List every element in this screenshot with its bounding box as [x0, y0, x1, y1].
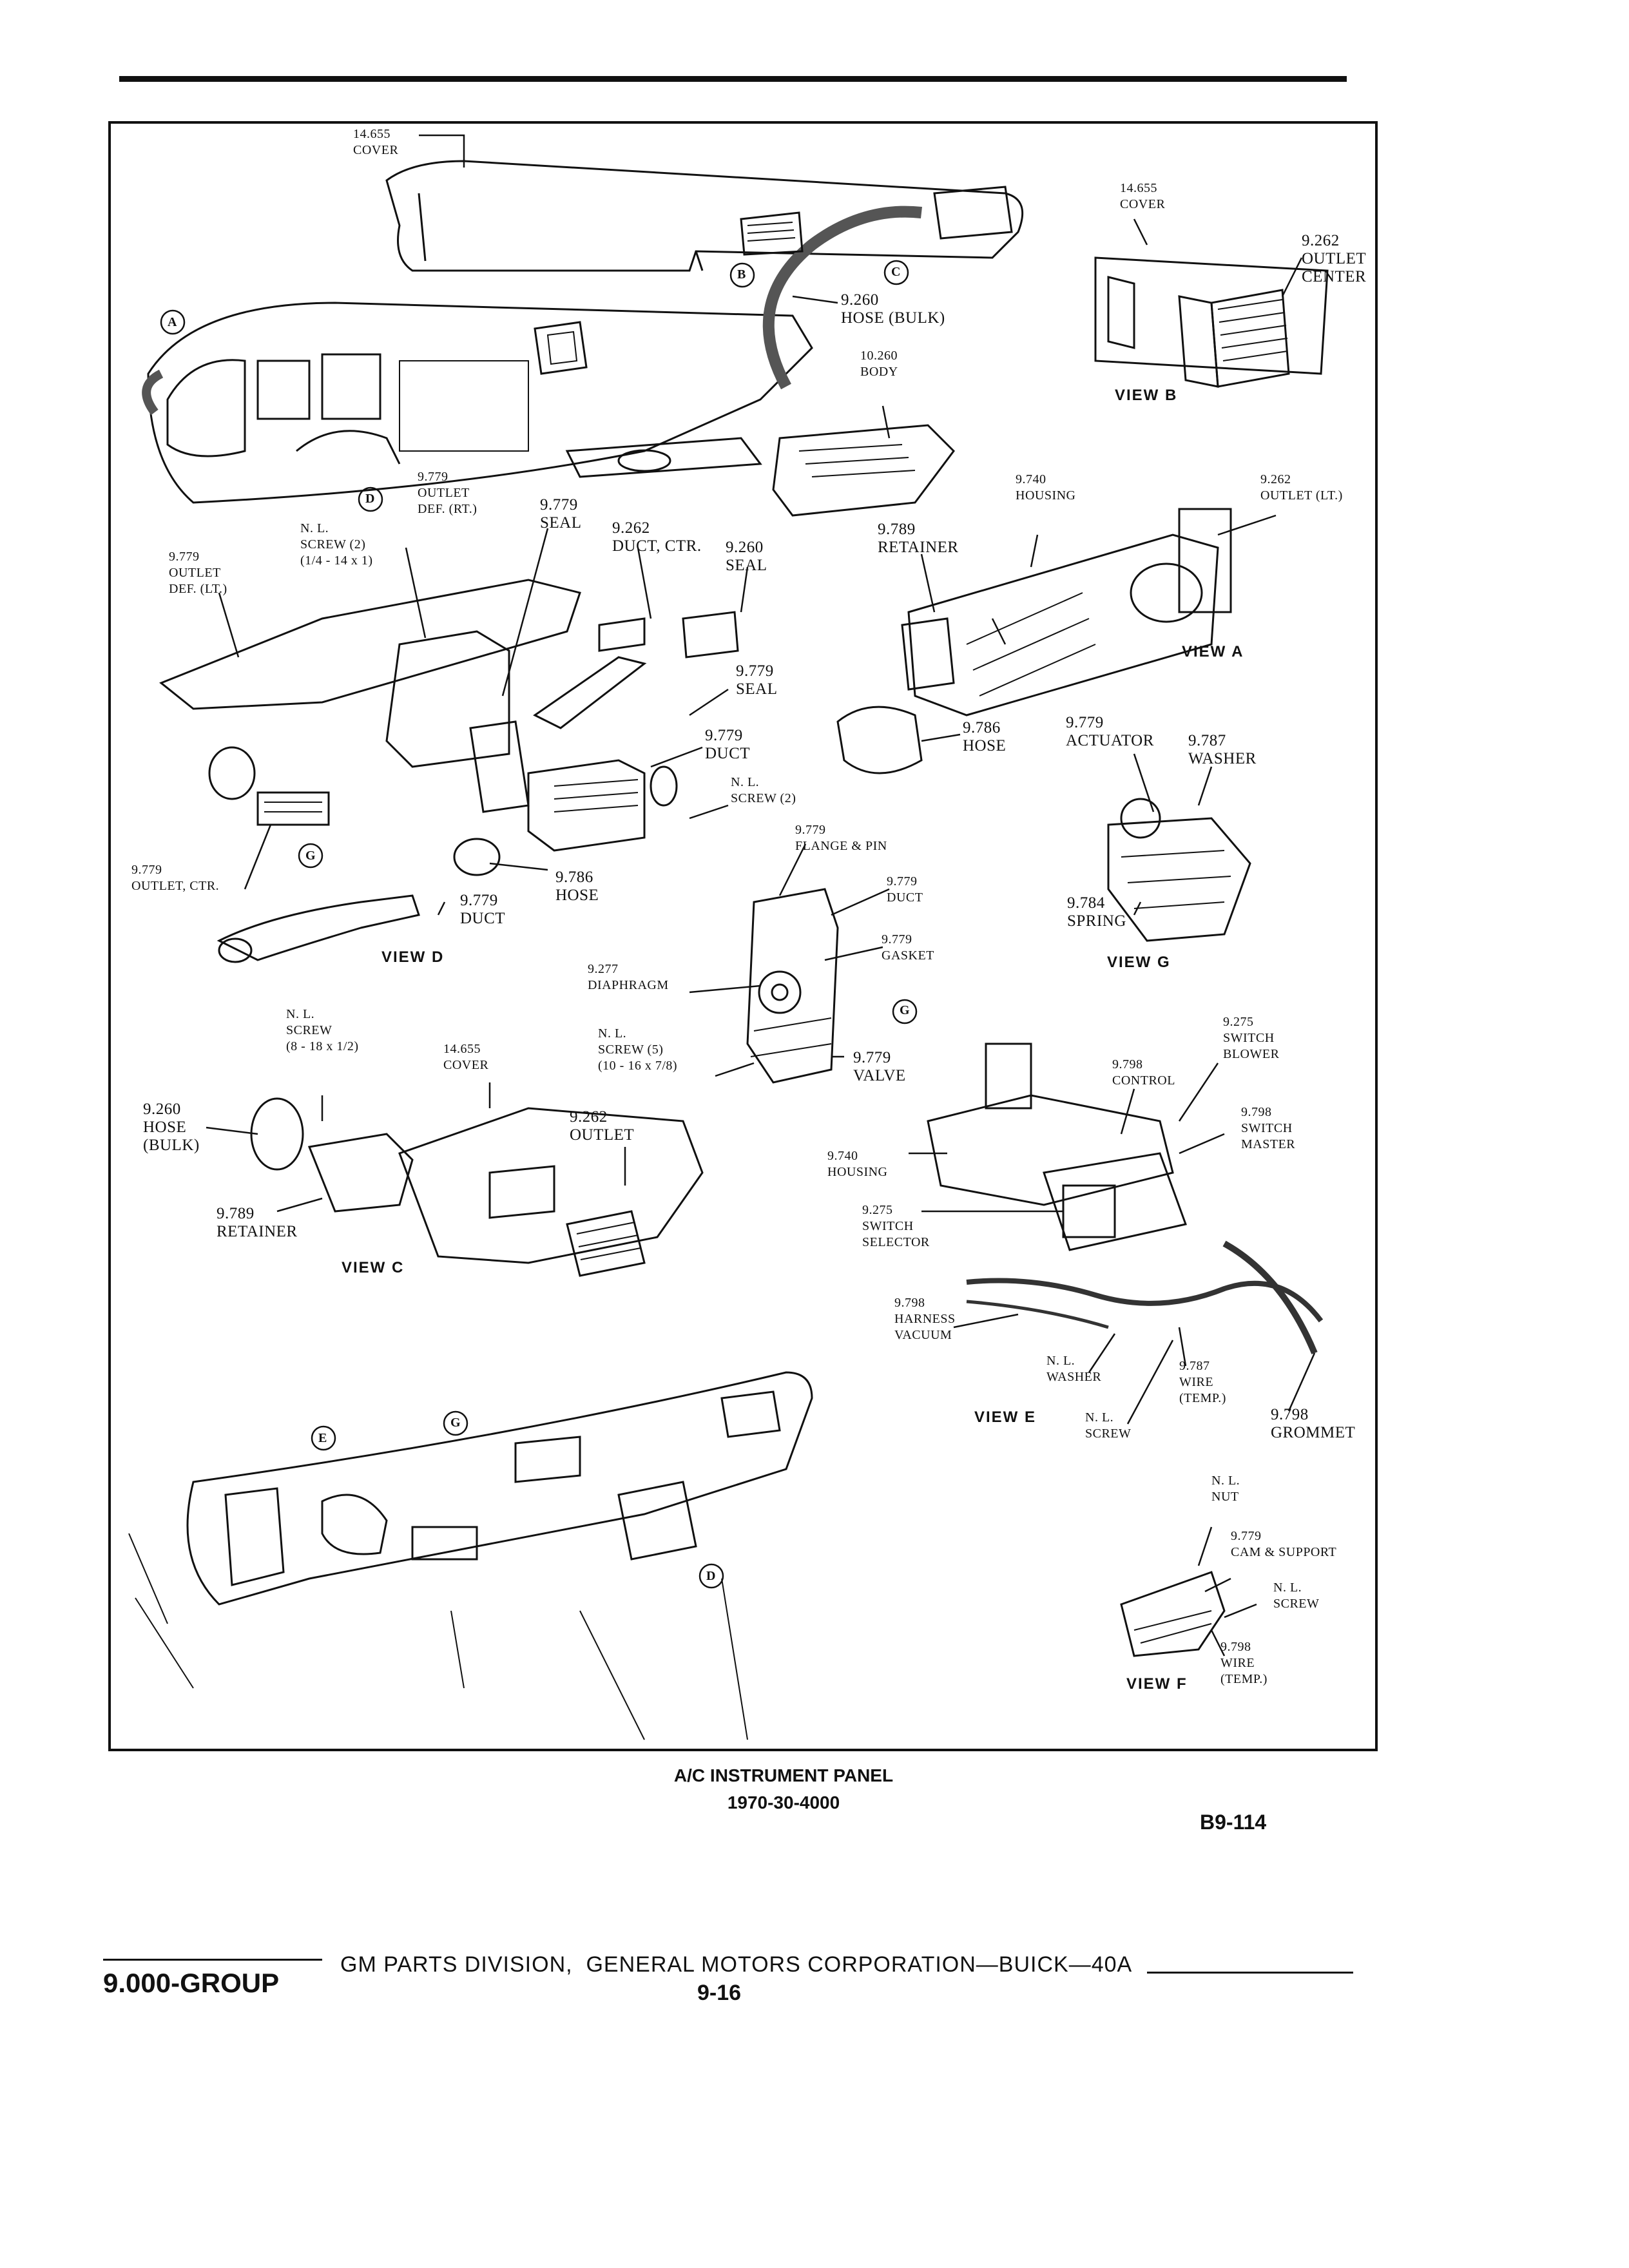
- label-hose-bulk-c: 9.260 HOSE (BULK): [143, 1100, 200, 1154]
- label-outlet-c: 9.262 OUTLET: [570, 1108, 635, 1144]
- figure-code: B9-114: [1200, 1811, 1267, 1834]
- callout-b: B: [737, 267, 746, 282]
- footer-rule-right: [1147, 1972, 1353, 1974]
- label-duct-ctr: 9.262 DUCT, CTR.: [612, 519, 702, 555]
- instrument-panel-main: [142, 160, 1024, 504]
- label-outlet-ctr: 9.779 OUTLET, CTR.: [131, 863, 220, 893]
- callout-d: D: [365, 492, 375, 506]
- valve-assembly-drawing: [746, 888, 839, 1084]
- label-cam-support: 9.779 CAM & SUPPORT: [1231, 1529, 1337, 1559]
- label-outlet-center-b: 9.262 OUTLET CENTER: [1302, 232, 1367, 285]
- label-nl-screw-2-top: N. L. SCREW (2) (1/4 - 14 x 1): [300, 521, 373, 568]
- view-f-drawing: [1120, 1571, 1226, 1657]
- view-b-drawing: [1094, 256, 1329, 388]
- view-e-label: VIEW E: [974, 1408, 1037, 1426]
- view-c-drawing: [250, 1097, 704, 1277]
- label-nl-nut: N. L. NUT: [1211, 1474, 1240, 1504]
- view-a-label: VIEW A: [1182, 643, 1244, 660]
- callout-c: C: [891, 265, 901, 279]
- label-retainer-c: 9.789 RETAINER: [217, 1205, 298, 1240]
- label-nl-washer: N. L. WASHER: [1046, 1354, 1102, 1384]
- footer-group: 9.000-GROUP: [103, 1968, 280, 1998]
- label-seal-1: 9.779 SEAL: [540, 496, 582, 532]
- callout-d-2: D: [706, 1569, 716, 1583]
- leader-lines: [206, 134, 1316, 1657]
- view-g-label: VIEW G: [1107, 954, 1171, 971]
- label-switch-selector: 9.275 SWITCH SELECTOR: [862, 1203, 930, 1249]
- caption-title: A/C INSTRUMENT PANEL: [673, 1765, 894, 1785]
- label-harness-vacuum: 9.798 HARNESS VACUUM: [894, 1296, 956, 1342]
- label-nl-screw-f: N. L. SCREW: [1273, 1581, 1320, 1611]
- label-duct-1: 9.779 DUCT: [705, 727, 751, 762]
- label-cover-c: 14.655 COVER: [443, 1042, 489, 1072]
- label-duct-d: 9.779 DUCT: [460, 892, 506, 927]
- label-hose-d: 9.786 HOSE: [555, 869, 599, 904]
- view-c-label: VIEW C: [342, 1259, 405, 1276]
- view-d-label: VIEW D: [381, 948, 445, 966]
- label-nl-screw-2-d: N. L. SCREW (2): [731, 775, 796, 805]
- label-retainer-a: 9.789 RETAINER: [878, 521, 959, 556]
- callout-g-3: G: [450, 1416, 461, 1430]
- label-cover-b: 14.655 COVER: [1120, 181, 1166, 211]
- label-seal-2: 9.260 SEAL: [726, 539, 767, 574]
- view-b-label: VIEW B: [1115, 387, 1178, 404]
- label-actuator: 9.779 ACTUATOR: [1066, 714, 1154, 749]
- header-rule: [119, 76, 1347, 82]
- callout-a: A: [168, 315, 177, 329]
- view-g-drawing: [1107, 798, 1251, 942]
- label-flange-pin: 9.779 FLANGE & PIN: [795, 823, 887, 853]
- label-outlet-def-lt: 9.779 OUTLET DEF. (LT.): [169, 550, 227, 596]
- callout-g-2: G: [900, 1003, 911, 1017]
- callout-markers: [160, 260, 918, 1589]
- label-seal-3: 9.779 SEAL: [736, 662, 778, 698]
- label-diaphragm: 9.277 DIAPHRAGM: [588, 962, 669, 992]
- label-nl-screw-5: N. L. SCREW (5) (10 - 16 x 7/8): [598, 1026, 678, 1073]
- label-hose-bulk-top: 9.260 HOSE (BULK): [841, 291, 945, 327]
- label-duct-2: 9.779 DUCT: [887, 874, 923, 905]
- label-washer-g: 9.787 WASHER: [1188, 732, 1257, 767]
- label-nl-screw-e: N. L. SCREW: [1085, 1410, 1132, 1441]
- caption-number: 1970-30-4000: [727, 1792, 840, 1812]
- view-d-drawing: [159, 579, 739, 963]
- footer-page-number: 9-16: [697, 1981, 742, 2005]
- instrument-panel-lower: [128, 1371, 813, 1740]
- label-valve: 9.779 VALVE: [853, 1049, 906, 1084]
- label-outlet-lt: 9.262 OUTLET (LT.): [1260, 472, 1343, 503]
- view-f-label: VIEW F: [1126, 1675, 1188, 1693]
- label-grommet: 9.798 GROMMET: [1271, 1406, 1356, 1441]
- label-gasket: 9.779 GASKET: [882, 932, 934, 963]
- label-body: 10.260 BODY: [860, 349, 898, 379]
- diagram-frame: [108, 121, 1378, 1751]
- footer-division: GM PARTS DIVISION, GENERAL MOTORS CORPOR…: [340, 1952, 1133, 1977]
- label-cover-top: 14.655 COVER: [353, 127, 399, 157]
- view-e-drawing: [927, 1043, 1324, 1354]
- callout-e: E: [318, 1431, 327, 1445]
- body-part-drawing: [772, 424, 955, 517]
- label-hose-a: 9.786 HOSE: [963, 719, 1007, 754]
- label-switch-blower: 9.275 SWITCH BLOWER: [1223, 1015, 1280, 1061]
- footer-rule-left: [103, 1959, 322, 1961]
- label-housing-a: 9.740 HOUSING: [1016, 472, 1076, 503]
- view-a-drawing: [836, 508, 1232, 774]
- label-spring: 9.784 SPRING: [1067, 894, 1126, 930]
- label-wire-temp-f: 9.798 WIRE (TEMP.): [1220, 1640, 1268, 1686]
- label-nl-screw-c: N. L. SCREW (8 - 18 x 1/2): [286, 1007, 359, 1053]
- label-outlet-def-rt: 9.779 OUTLET DEF. (RT.): [418, 470, 477, 516]
- callout-g: G: [305, 849, 316, 863]
- label-housing-e: 9.740 HOUSING: [827, 1149, 888, 1179]
- label-wire-temp-e: 9.787 WIRE (TEMP.): [1179, 1359, 1226, 1405]
- label-switch-master: 9.798 SWITCH MASTER: [1241, 1105, 1296, 1151]
- label-control: 9.798 CONTROL: [1112, 1057, 1175, 1088]
